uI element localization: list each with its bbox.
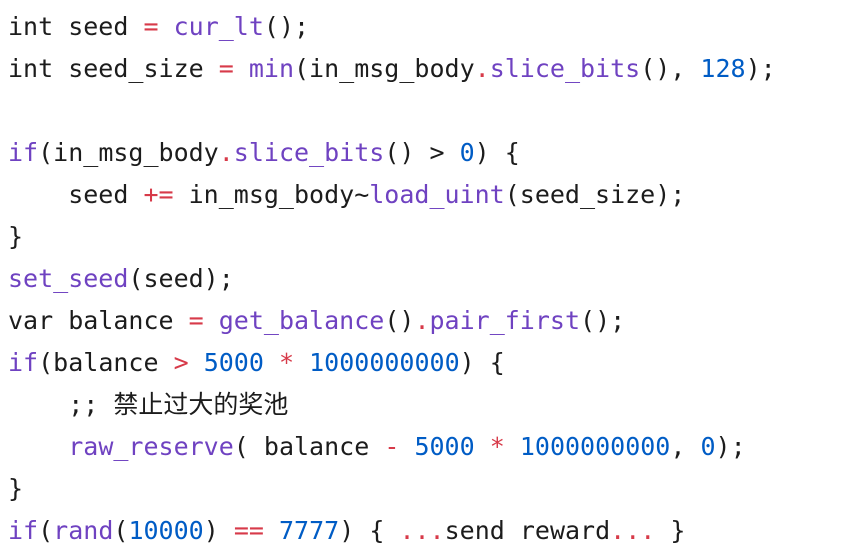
code-number: 10000: [128, 516, 204, 545]
code-text: [264, 348, 279, 377]
code-text: [294, 348, 309, 377]
code-operator: *: [489, 432, 505, 461]
code-operator: .: [218, 138, 234, 167]
code-text: (seed);: [128, 264, 234, 293]
code-operator: +=: [143, 180, 174, 209]
code-text: () >: [384, 138, 460, 167]
code-operator: .: [474, 54, 490, 83]
code-function: raw_reserve: [68, 432, 234, 461]
code-line: seed += in_msg_body~load_uint(seed_size)…: [8, 174, 849, 216]
code-text: [189, 348, 204, 377]
code-text: [159, 12, 174, 41]
code-text: (: [38, 516, 54, 545]
code-operator: >: [173, 348, 189, 377]
code-text: ();: [580, 306, 626, 335]
code-text: ): [203, 516, 234, 545]
code-text: }: [655, 516, 686, 545]
code-text: send reward: [444, 516, 611, 545]
code-number: 128: [700, 54, 746, 83]
code-text: var balance: [8, 306, 189, 335]
code-line: int seed = cur_lt();: [8, 6, 849, 48]
code-text: seed: [8, 180, 144, 209]
code-operator: =: [218, 54, 234, 83]
code-text: }: [8, 474, 24, 503]
code-operator: =: [143, 12, 159, 41]
code-text: ) {: [339, 516, 400, 545]
code-line: set_seed(seed);: [8, 258, 849, 300]
code-text: [234, 54, 249, 83]
code-number: 1000000000: [309, 348, 460, 377]
code-line: }: [8, 216, 849, 258]
code-text: ();: [263, 12, 310, 41]
code-number: 7777: [279, 516, 340, 545]
code-function: set_seed: [8, 264, 129, 293]
code-text: int seed_size: [8, 54, 219, 83]
code-line: if(in_msg_body.slice_bits() > 0) {: [8, 132, 849, 174]
code-text: [8, 432, 68, 461]
code-line: int seed_size = min(in_msg_body.slice_bi…: [8, 48, 849, 90]
code-text: ) {: [474, 138, 520, 167]
code-function: slice_bits: [489, 54, 641, 83]
code-line: }: [8, 468, 849, 510]
code-function: cur_lt: [173, 12, 264, 41]
code-function: min: [248, 54, 294, 83]
code-operator: =: [188, 306, 204, 335]
code-text: [505, 432, 520, 461]
code-text: (balance: [38, 348, 174, 377]
code-line: if(rand(10000) == 7777) { ...send reward…: [8, 510, 849, 552]
code-function: pair_first: [429, 306, 581, 335]
code-number: 1000000000: [519, 432, 671, 461]
code-line: [8, 90, 849, 132]
code-function: slice_bits: [233, 138, 385, 167]
code-number: 0: [459, 138, 475, 167]
code-text: (in_msg_body: [294, 54, 475, 83]
code-function: get_balance: [218, 306, 385, 335]
code-text: );: [715, 432, 746, 461]
code-text: [204, 306, 219, 335]
code-text: }: [8, 222, 24, 251]
code-function: rand: [53, 516, 114, 545]
code-line: var balance = get_balance().pair_first()…: [8, 300, 849, 342]
code-text: (: [113, 516, 129, 545]
code-text: (seed_size);: [504, 180, 686, 209]
code-text: [475, 432, 490, 461]
code-keyword: if: [8, 138, 39, 167]
code-text: [399, 432, 414, 461]
code-function: load_uint: [369, 180, 505, 209]
code-text: ,: [670, 432, 701, 461]
code-number: 5000: [203, 348, 264, 377]
code-text: );: [745, 54, 776, 83]
code-text: int seed: [8, 12, 144, 41]
code-line: if(balance > 5000 * 1000000000) {: [8, 342, 849, 384]
code-operator: ==: [233, 516, 264, 545]
code-operator: .: [414, 306, 430, 335]
code-keyword: if: [8, 516, 39, 545]
code-keyword: if: [8, 348, 39, 377]
code-comment: ;; 禁止过大的奖池: [8, 390, 289, 419]
code-text: (),: [640, 54, 701, 83]
code-number: 5000: [414, 432, 475, 461]
code-text: ( balance: [233, 432, 385, 461]
code-text: ) {: [459, 348, 505, 377]
code-line: ;; 禁止过大的奖池: [8, 384, 849, 426]
code-text: (): [384, 306, 415, 335]
code-text: in_msg_body~: [173, 180, 370, 209]
code-operator: ...: [610, 516, 656, 545]
code-text: [264, 516, 279, 545]
code-operator: *: [278, 348, 295, 377]
code-number: 0: [700, 432, 716, 461]
code-operator: ...: [399, 516, 445, 545]
code-operator: -: [384, 432, 400, 461]
code-line: raw_reserve( balance - 5000 * 1000000000…: [8, 426, 849, 468]
code-text: (in_msg_body: [38, 138, 219, 167]
